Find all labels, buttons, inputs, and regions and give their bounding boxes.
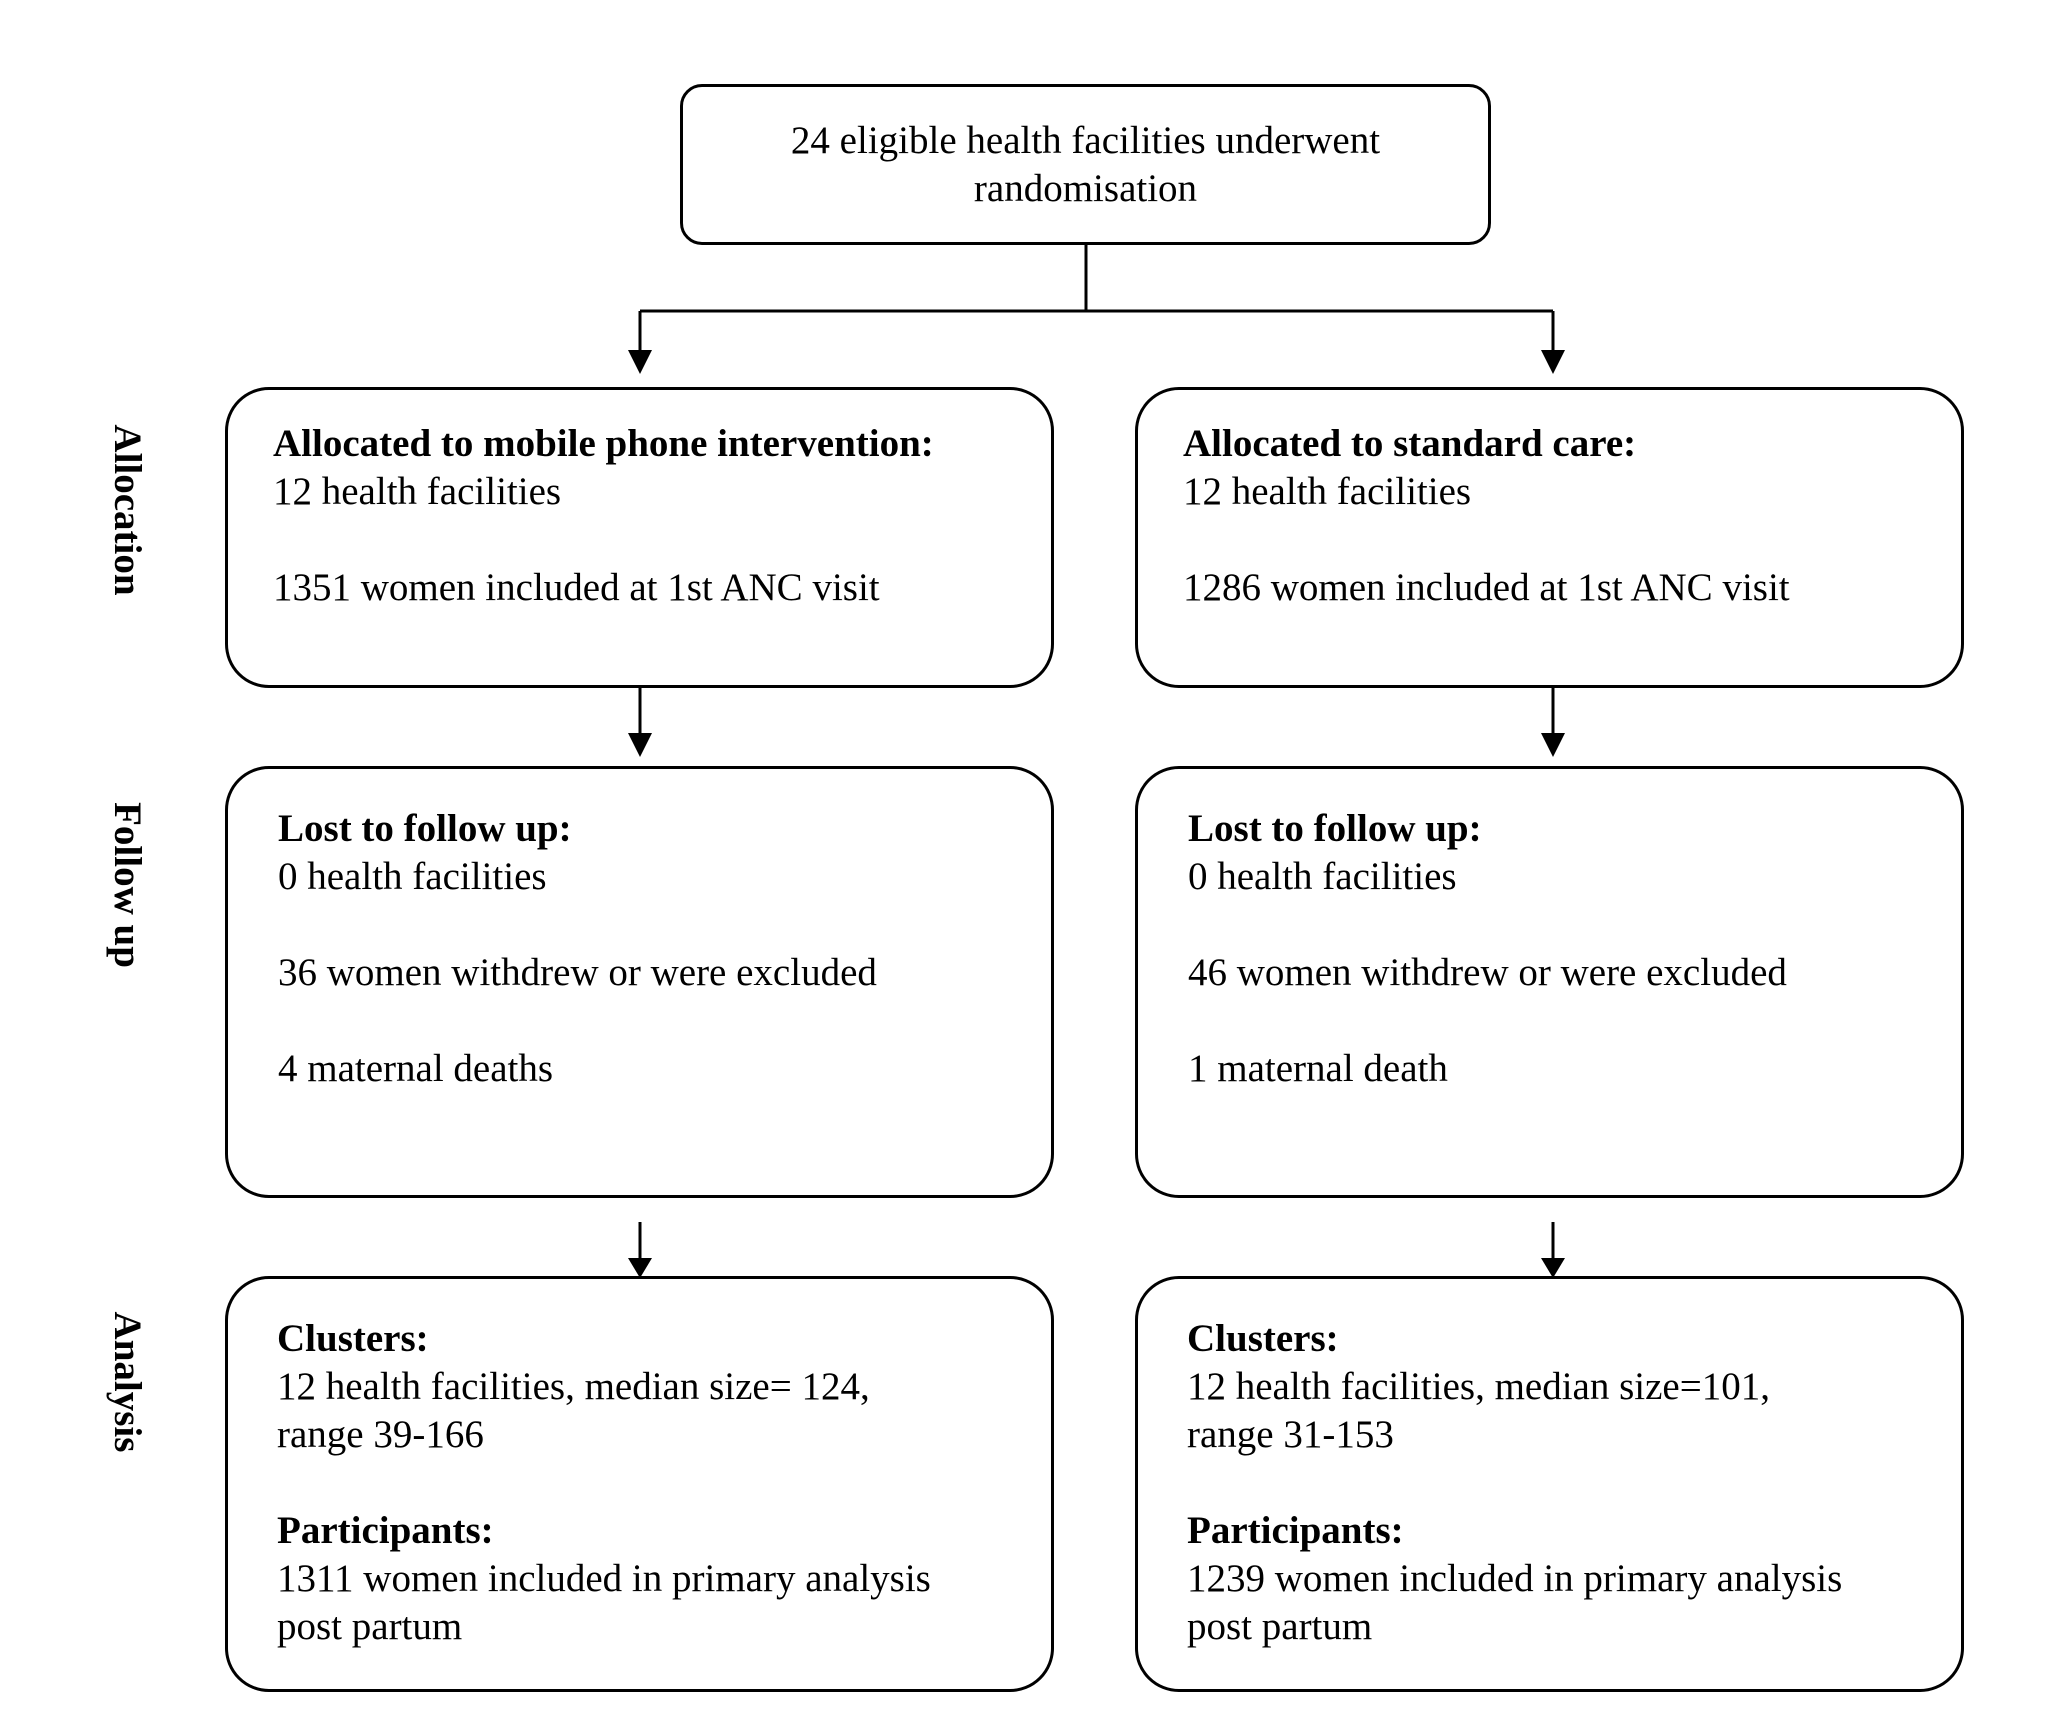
participants-line-1: 1311 women included in primary analysis — [277, 1557, 931, 1600]
analysis-intervention-box: Clusters: 12 health facilities, median s… — [225, 1276, 1054, 1692]
allocation-women: 1286 women included at 1st ANC visit — [1183, 566, 1790, 609]
arrow-to-analysis-left — [628, 1222, 652, 1278]
clusters-heading: Clusters: — [1187, 1317, 1339, 1360]
allocation-standard-care-box: Allocated to standard care: 12 health fa… — [1135, 387, 1964, 688]
follow-up-facilities: 0 health facilities — [278, 855, 547, 898]
clusters-heading: Clusters: — [277, 1317, 429, 1360]
participants-line-2: post partum — [277, 1605, 463, 1648]
participants-line-1: 1239 women included in primary analysis — [1187, 1557, 1843, 1600]
randomisation-box: 24 eligible health facilities underwent … — [680, 84, 1491, 245]
stage-label-allocation: Allocation — [106, 424, 149, 596]
clusters-line-2: range 39-166 — [277, 1413, 484, 1456]
stage-label-follow-up: Follow up — [106, 802, 149, 968]
clusters-line-2: range 31-153 — [1187, 1413, 1394, 1456]
allocation-women: 1351 women included at 1st ANC visit — [273, 566, 880, 609]
allocation-facilities: 12 health facilities — [1183, 470, 1472, 513]
participants-heading: Participants: — [1187, 1509, 1404, 1552]
follow-up-withdrew: 46 women withdrew or were excluded — [1188, 951, 1787, 994]
follow-up-deaths: 4 maternal deaths — [278, 1047, 554, 1090]
follow-up-heading: Lost to follow up: — [1188, 807, 1482, 850]
participants-heading: Participants: — [277, 1509, 494, 1552]
follow-up-intervention-box: Lost to follow up: 0 health facilities 3… — [225, 766, 1054, 1198]
allocation-facilities: 12 health facilities — [273, 470, 562, 513]
arrow-to-alloc-left — [628, 311, 652, 374]
follow-up-withdrew: 36 women withdrew or were excluded — [278, 951, 877, 994]
clusters-line-1: 12 health facilities, median size=101, — [1187, 1365, 1770, 1408]
follow-up-heading: Lost to follow up: — [278, 807, 572, 850]
allocation-heading: Allocated to mobile phone intervention: — [273, 422, 934, 465]
randomisation-text-line-2: randomisation — [973, 167, 1198, 210]
allocation-heading: Allocated to standard care: — [1183, 422, 1637, 465]
arrow-to-alloc-right — [1541, 311, 1565, 374]
stage-label-analysis: Analysis — [106, 1311, 149, 1453]
participants-line-2: post partum — [1187, 1605, 1373, 1648]
allocation-intervention-box: Allocated to mobile phone intervention: … — [225, 387, 1054, 688]
clusters-line-1: 12 health facilities, median size= 124, — [277, 1365, 870, 1408]
arrow-to-follow-left — [628, 688, 652, 757]
arrow-to-analysis-right — [1541, 1222, 1565, 1278]
analysis-standard-care-box: Clusters: 12 health facilities, median s… — [1135, 1276, 1964, 1692]
arrow-to-follow-right — [1541, 688, 1565, 757]
randomisation-text-line-1: 24 eligible health facilities underwent — [790, 119, 1381, 162]
follow-up-standard-care-box: Lost to follow up: 0 health facilities 4… — [1135, 766, 1964, 1198]
follow-up-deaths: 1 maternal death — [1188, 1047, 1448, 1090]
follow-up-facilities: 0 health facilities — [1188, 855, 1457, 898]
